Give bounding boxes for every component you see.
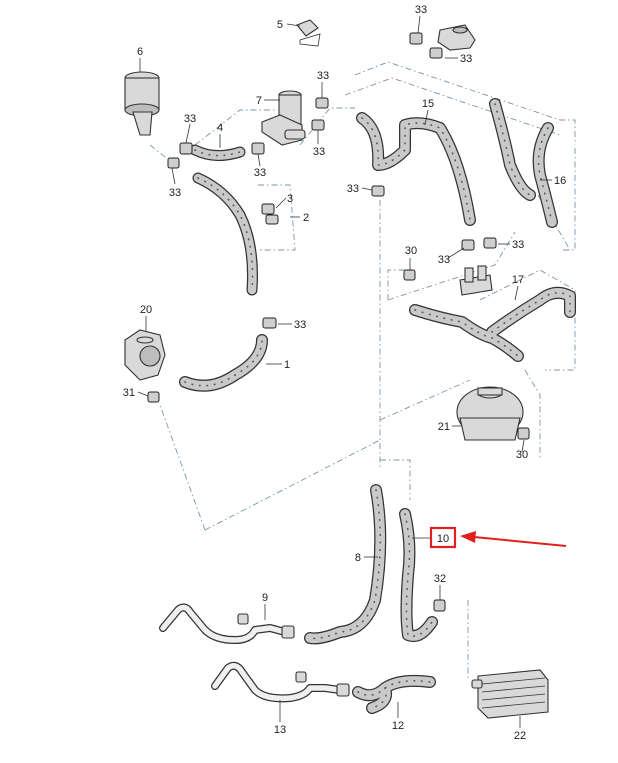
leader-lines — [137, 15, 552, 728]
hose-1 — [179, 334, 268, 392]
callout-7: 7 — [256, 95, 262, 107]
callout-12: 12 — [392, 720, 404, 732]
clamp-33-j — [483, 237, 497, 249]
callout-33-j: 33 — [512, 239, 524, 251]
highlight-arrow-head — [460, 531, 476, 543]
hose-10 — [399, 508, 438, 643]
callout-33-i: 33 — [438, 254, 450, 266]
part-7-valve — [261, 90, 306, 146]
callout-30-a: 30 — [405, 245, 417, 257]
callout-33-a: 33 — [415, 4, 427, 16]
clamp-33-f — [167, 157, 180, 169]
callout-32: 32 — [434, 573, 446, 585]
clamp-33-d — [311, 119, 325, 131]
callout-2: 2 — [303, 212, 309, 224]
callout-3: 3 — [287, 193, 293, 205]
callout-33-e: 33 — [169, 187, 181, 199]
clamp-33-k — [262, 317, 277, 329]
clamp-33-c — [315, 97, 329, 109]
hoses — [179, 98, 576, 714]
callout-17: 17 — [512, 274, 524, 286]
clamp-32 — [433, 599, 446, 612]
hose-17 — [409, 286, 576, 362]
hose-8 — [304, 484, 387, 645]
assembly-lines — [149, 61, 576, 680]
callout-5: 5 — [277, 19, 283, 31]
highlight-annotation — [429, 526, 567, 549]
callout-33-f: 33 — [254, 167, 266, 179]
hose-4 — [189, 144, 246, 161]
callout-4: 4 — [217, 122, 223, 134]
callout-22: 22 — [514, 730, 526, 742]
callout-33-k: 33 — [294, 319, 306, 331]
pipe-9 — [159, 603, 295, 644]
part-20-housing — [124, 329, 166, 381]
callout-33-d: 33 — [184, 113, 196, 125]
highlight-arrow-shaft — [473, 536, 567, 547]
callout-33-b: 33 — [460, 53, 472, 65]
callout-16: 16 — [554, 175, 566, 187]
hose-16 — [489, 98, 558, 228]
callout-13: 13 — [274, 724, 286, 736]
callout-21: 21 — [438, 421, 450, 433]
part-6-pump — [124, 71, 160, 136]
clamp-33-a — [409, 32, 423, 45]
callout-33-g: 33 — [313, 146, 325, 158]
part-5-clip — [296, 19, 321, 47]
callout-labels: 5 33 33 6 7 33 33 33 4 33 33 15 16 33 3 … — [123, 4, 567, 742]
pipes — [159, 603, 350, 703]
clamp-31 — [147, 391, 160, 403]
part-connector-top — [437, 24, 476, 51]
callout-15: 15 — [422, 98, 434, 110]
clamp-30-a — [403, 269, 416, 281]
part-21-tank — [456, 386, 524, 441]
callout-31: 31 — [123, 387, 135, 399]
clamp-3-a — [261, 203, 275, 215]
hose-15 — [356, 112, 476, 226]
clamp-30-b — [517, 427, 530, 440]
callout-33-h: 33 — [347, 183, 359, 195]
callout-10: 10 — [437, 533, 449, 545]
clamp-3-b — [265, 214, 279, 225]
clamps — [147, 32, 530, 612]
callout-30-b: 30 — [516, 449, 528, 461]
part-22-cooler — [471, 669, 549, 719]
highlight-box-10 — [429, 526, 457, 549]
clamp-33-g — [251, 142, 265, 155]
callout-20: 20 — [140, 304, 152, 316]
hose-12 — [352, 674, 436, 714]
callout-9: 9 — [262, 592, 268, 604]
pipe-13 — [211, 661, 350, 703]
clamp-33-b — [429, 47, 443, 59]
clamp-33-i — [461, 239, 475, 251]
clamp-33-h — [371, 185, 385, 197]
callout-1: 1 — [284, 359, 290, 371]
callout-6: 6 — [137, 46, 143, 58]
part-connector-middle — [459, 265, 493, 296]
callout-8: 8 — [355, 552, 361, 564]
callout-33-c: 33 — [317, 70, 329, 82]
components — [124, 19, 549, 719]
hose-2 — [192, 172, 258, 296]
clamp-33-e — [179, 142, 193, 155]
